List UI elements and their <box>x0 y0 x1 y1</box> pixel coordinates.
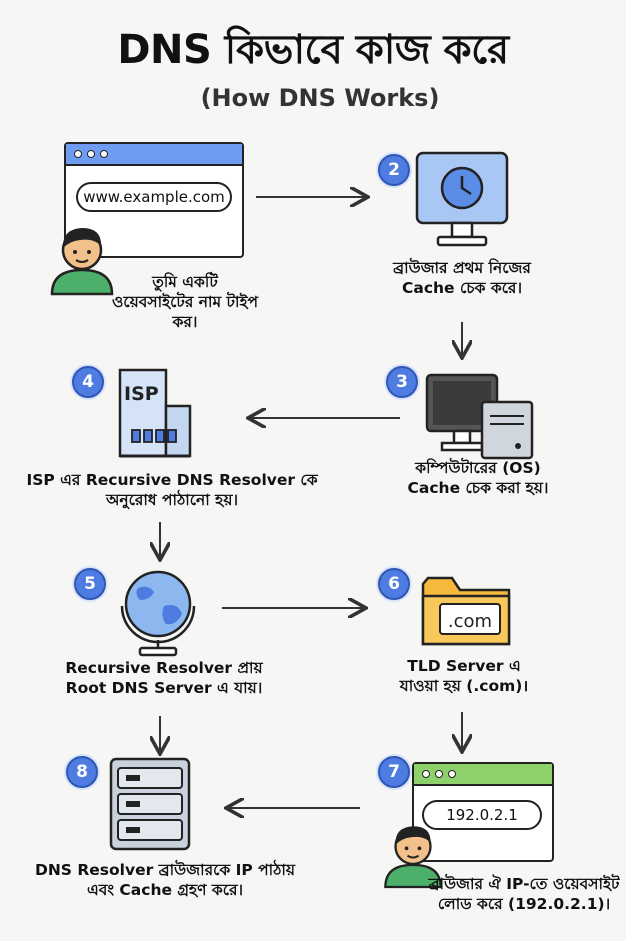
folder-icon: .com <box>421 576 511 646</box>
step-8-caption: DNS Resolver ব্রাউজারকে IP পাঠায় এবং Ca… <box>34 861 296 899</box>
step-1-url-bar: www.example.com <box>76 182 232 212</box>
step-3-badge: 3 <box>386 366 418 398</box>
monitor-clock-icon <box>415 151 509 247</box>
step-2-badge: 2 <box>378 154 410 186</box>
globe-icon <box>120 570 196 657</box>
computer-icon <box>425 373 534 460</box>
step-3-caption: কম্পিউটারের (OS) Cache চেক করা হয়। <box>407 459 549 497</box>
person-icon <box>50 228 114 296</box>
server-rack-icon <box>109 757 191 851</box>
step-5-caption: Recursive Resolver প্রায় Root DNS Serve… <box>65 659 263 697</box>
step-6-badge: 6 <box>378 568 410 600</box>
step-4-caption: ISP এর Recursive DNS Resolver কে অনুরোধ … <box>26 471 318 509</box>
browser-title-bar <box>414 764 552 786</box>
isp-label: ISP <box>124 383 159 405</box>
step-1-caption: তুমি একটি ওয়েবসাইটের নাম টাইপ কর। <box>111 273 259 331</box>
step-2-caption: ব্রাউজার প্রথম নিজের Cache চেক করে। <box>393 259 531 297</box>
step-7-badge: 7 <box>378 756 410 788</box>
page-subtitle: (How DNS Works) <box>200 84 440 112</box>
person-icon <box>384 826 442 889</box>
step-7-caption: ব্রাউজার ঐ IP-তে ওয়েবসাইট লোড করে (192.… <box>428 875 620 913</box>
page-title: DNS কিভাবে কাজ করে <box>117 27 509 73</box>
step-5-badge: 5 <box>74 568 106 600</box>
isp-building-icon: ISP <box>118 368 192 458</box>
browser-title-bar <box>66 144 242 166</box>
tld-label: .com <box>448 611 492 632</box>
step-8-badge: 8 <box>66 756 98 788</box>
step-6-caption: TLD Server এ যাওয়া হয় (.com)। <box>399 657 529 695</box>
step-7-ip-bar: 192.0.2.1 <box>422 800 542 830</box>
step-4-badge: 4 <box>72 366 104 398</box>
